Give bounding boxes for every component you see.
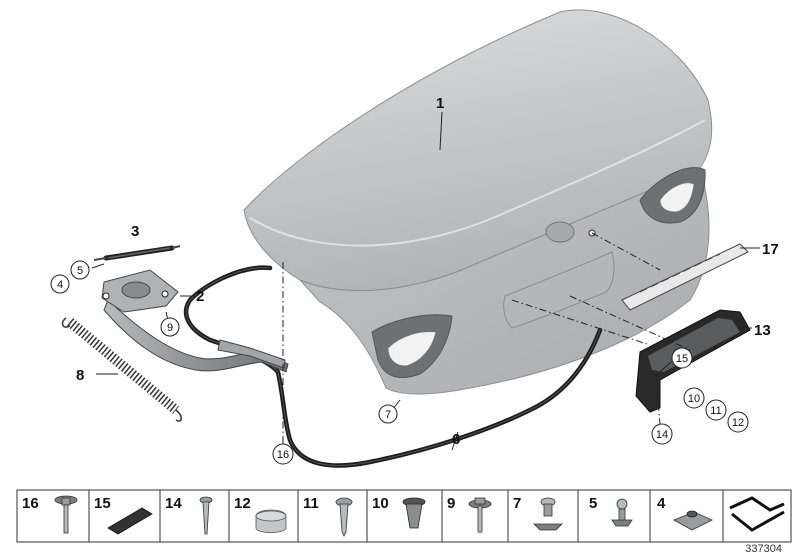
tapping-screw-icon	[335, 497, 353, 537]
svg-text:12: 12	[732, 417, 744, 429]
circled-callout-7: 7	[378, 404, 398, 424]
svg-text:15: 15	[676, 353, 688, 365]
trunk-lid-top-surface	[243, 9, 713, 291]
part-label-12: 12	[234, 495, 251, 512]
part-label-11: 11	[303, 495, 319, 512]
callout-1: 1	[436, 95, 444, 112]
part-label-14: 14	[165, 495, 182, 512]
svg-text:11: 11	[710, 405, 721, 417]
ball-stud-icon	[611, 498, 633, 527]
gasket-plate	[621, 243, 749, 311]
circled-callout-11: 11	[705, 399, 727, 421]
circled-callout-10: 10	[683, 387, 705, 409]
callout-2: 2	[196, 288, 204, 305]
circled-callout-14: 14	[651, 423, 673, 445]
svg-text:5: 5	[77, 265, 83, 277]
callout-3: 3	[131, 223, 139, 240]
svg-text:10: 10	[688, 393, 700, 405]
circled-callout-15: 15	[671, 347, 693, 369]
screw-icon	[199, 496, 213, 535]
license-plate-recess	[503, 251, 615, 329]
part-label-15: 15	[94, 495, 111, 512]
svg-text:4: 4	[57, 279, 63, 291]
svg-text:9: 9	[167, 322, 173, 334]
part-label-9: 9	[447, 495, 455, 512]
expanding-rivet-icon	[402, 497, 426, 529]
bolt-with-washer-icon	[54, 495, 78, 534]
gasket-seal-icon	[729, 496, 785, 532]
clip-nut-icon	[673, 510, 713, 531]
cap-icon	[255, 509, 287, 533]
circled-callout-5: 5	[70, 260, 90, 280]
tension-spring	[61, 317, 182, 422]
circled-callout-9: 9	[160, 317, 180, 337]
gas-strut	[93, 245, 181, 261]
part-label-10: 10	[372, 495, 389, 512]
circled-callout-12: 12	[727, 411, 749, 433]
circled-callout-4: 4	[50, 274, 70, 294]
svg-text:7: 7	[385, 409, 391, 421]
adhesive-strip-icon	[107, 507, 153, 535]
part-label-7: 7	[513, 495, 521, 512]
svg-text:16: 16	[277, 449, 289, 461]
part-label-5: 5	[589, 495, 597, 512]
callout-6: 6	[452, 431, 460, 448]
callout-17: 17	[762, 241, 779, 258]
part-label-16: 16	[22, 495, 39, 512]
hex-bolt-icon	[468, 497, 492, 533]
parts-strip: 16 15 14 12 11 10	[16, 489, 792, 543]
diagram-id: 337304	[745, 543, 782, 555]
part-label-4: 4	[657, 495, 666, 512]
license-plate-bracket	[635, 309, 751, 413]
svg-text:14: 14	[656, 429, 668, 441]
emblem-recess	[545, 221, 575, 243]
callout-13: 13	[754, 322, 771, 339]
clip-icon	[533, 497, 563, 531]
callout-8: 8	[76, 367, 84, 384]
trunk-hinge	[101, 269, 289, 373]
trunk-lid	[243, 9, 713, 395]
circled-callout-16: 16	[272, 443, 294, 465]
